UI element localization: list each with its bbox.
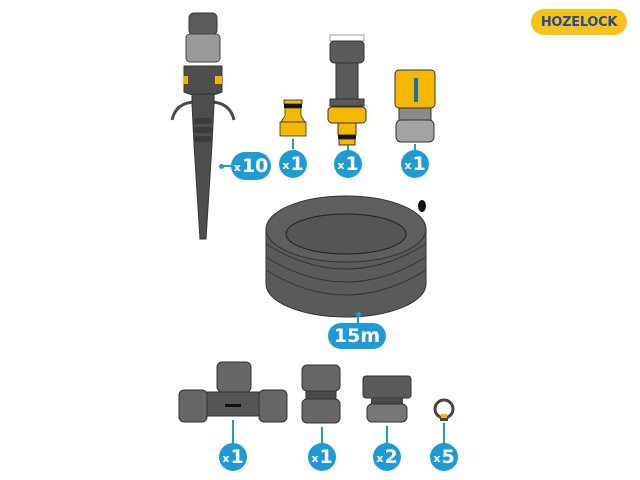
hose-connector-icon xyxy=(394,69,436,143)
hose-clip-icon xyxy=(433,398,455,421)
hozelock-logo: HOZELOCK xyxy=(531,9,627,35)
end-stop-icon xyxy=(362,375,412,423)
tap-connector-icon xyxy=(279,99,307,137)
sprinkler-stake-icon xyxy=(170,12,236,240)
hose-length-badge: 15m xyxy=(328,323,386,349)
tee-connector-icon xyxy=(178,361,288,423)
threaded-tap-connector-icon xyxy=(327,34,367,146)
brand-name: HOZELOCK xyxy=(540,14,618,30)
hose-coil-icon xyxy=(265,195,427,318)
repair-connector-icon xyxy=(301,364,341,424)
